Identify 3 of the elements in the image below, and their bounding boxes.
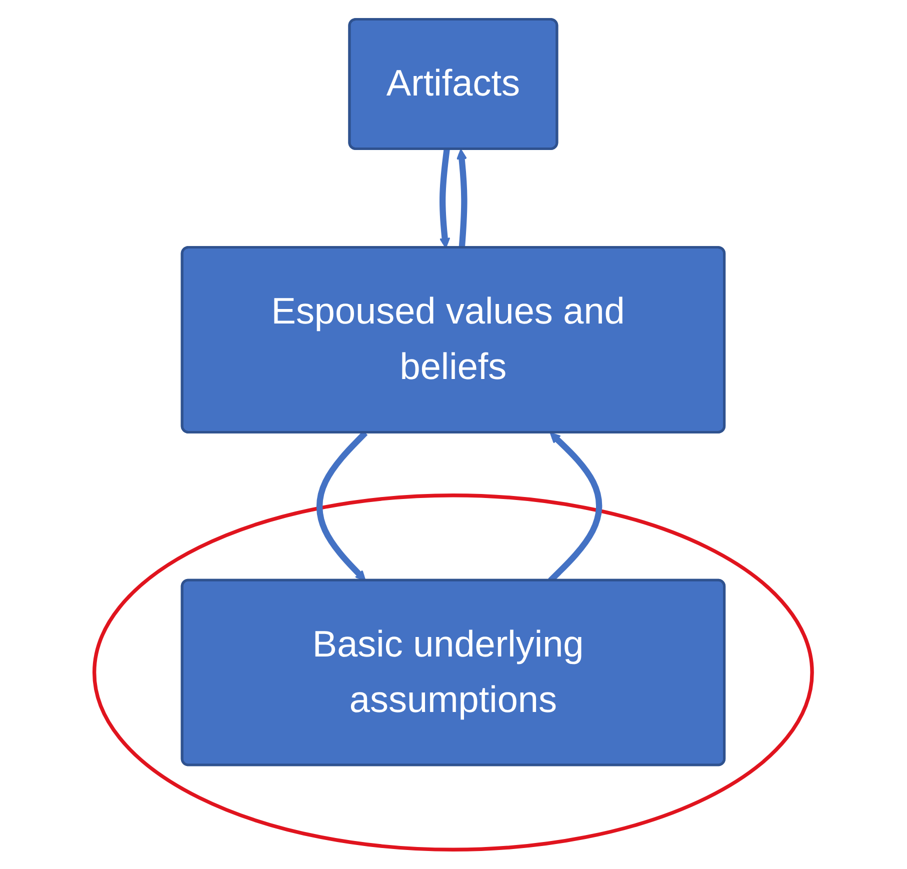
arrow (440, 148, 451, 248)
cluster (92, 494, 814, 852)
arrow (456, 148, 468, 248)
